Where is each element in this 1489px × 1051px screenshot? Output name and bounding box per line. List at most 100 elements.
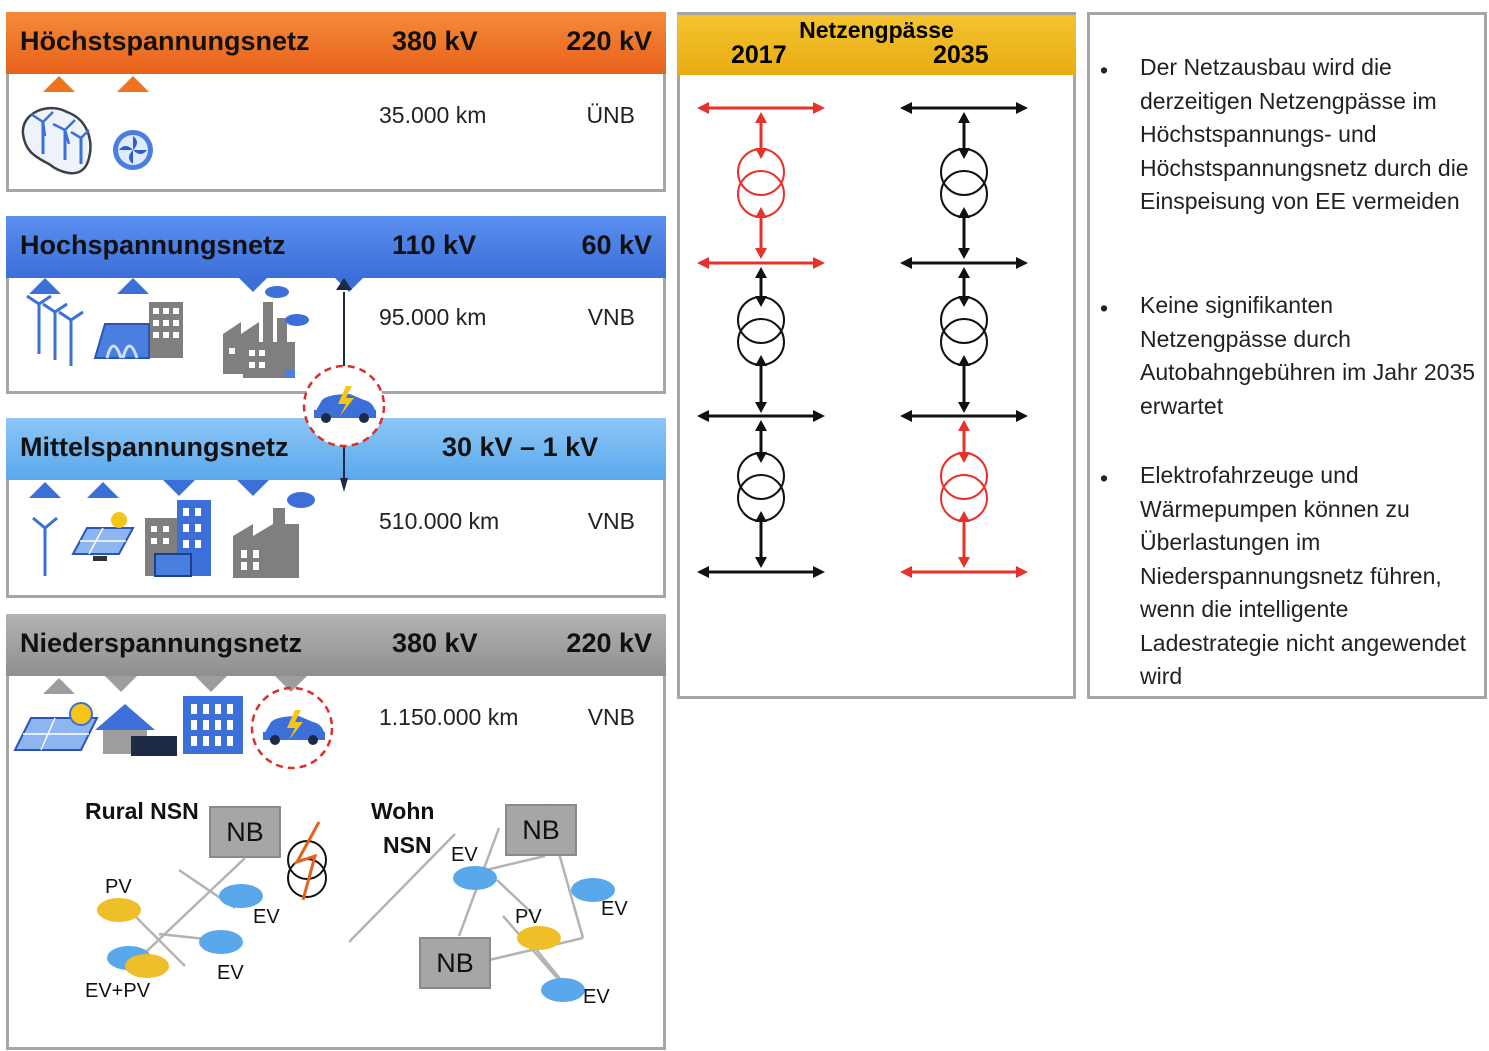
hochspannung-icons — [26, 276, 365, 378]
wohn-nb-box: NB — [505, 804, 577, 856]
bullet-text: Der Netzausbau wird die derzeitigen Netz… — [1140, 54, 1469, 214]
arrow-down-icon — [237, 276, 269, 292]
arrow-up-icon — [29, 482, 61, 498]
panel-hoechstspannungsnetz: Höchstspannungsnetz 380 kV 220 kV 35.000… — [6, 12, 666, 192]
transformer-icon — [940, 296, 988, 344]
link-arrow-up — [755, 112, 767, 123]
panel-hochspannungsnetz: Hochspannungsnetz 110 kV 60 kV 95.000 km… — [6, 216, 666, 394]
busbar-arrow-left — [697, 257, 709, 269]
year-2035-label: 2035 — [933, 41, 989, 69]
link-arrow-down — [755, 557, 767, 568]
year-2017-label: 2017 — [731, 41, 787, 69]
congestion-header: Netzengpässe 2017 2035 — [677, 15, 1076, 75]
house-icon — [95, 704, 177, 756]
notes-panel: • Der Netzausbau wird die derzeitigen Ne… — [1087, 12, 1487, 699]
transformer-icon — [737, 296, 785, 344]
ev-connector — [302, 278, 386, 492]
panel-niederspannungsnetz: Niederspannungsnetz 380 kV 220 kV 1.150.… — [6, 614, 666, 1050]
busbar-arrow-left — [900, 102, 912, 114]
rural-nb-box: NB — [209, 806, 281, 858]
busbar-arrow-right — [1016, 566, 1028, 578]
mittelspannung-icons — [29, 480, 315, 578]
link-arrow-up — [755, 511, 767, 522]
link-arrow-up — [755, 207, 767, 218]
office-building-icon — [183, 696, 243, 754]
ev-node — [219, 884, 263, 908]
link-arrow-up — [958, 511, 970, 522]
arrow-down-icon — [340, 478, 348, 492]
wohn-ev-label: EV — [451, 844, 478, 866]
network-length: 1.150.000 km — [379, 704, 519, 730]
voltage-primary: 30 kV – 1 kV — [442, 432, 599, 462]
wind-turbine-icon — [32, 516, 58, 576]
arrow-up-icon — [29, 278, 61, 294]
voltage-primary: 380 kV — [392, 628, 478, 658]
congestion-diagram — [697, 102, 1028, 578]
ev-node — [571, 878, 615, 902]
busbar-arrow-left — [900, 257, 912, 269]
network-operator: VNB — [587, 508, 635, 534]
wohn-ev-label: EV — [601, 898, 628, 920]
link-arrow-down — [958, 148, 970, 159]
arrow-down-icon — [195, 676, 227, 692]
link-arrow-up — [958, 112, 970, 123]
link-arrow-down — [958, 557, 970, 568]
transformer-icon — [287, 821, 327, 901]
arrow-up-icon — [43, 76, 75, 92]
busbar-arrow-right — [813, 257, 825, 269]
voltage-secondary: 220 kV — [566, 26, 652, 56]
arrow-down-icon — [105, 676, 137, 692]
solar-panel-icon — [71, 512, 135, 561]
arrow-down-icon — [237, 480, 269, 496]
bullet-dot: • — [1100, 465, 1109, 491]
link-arrow-up — [958, 420, 970, 431]
offshore-wind-icon — [21, 106, 92, 175]
link-arrow-down — [958, 452, 970, 463]
network-operator: VNB — [587, 704, 635, 730]
wohn-nb-box: NB — [419, 937, 491, 989]
hoechst-icons — [21, 76, 153, 175]
busbar-arrow-right — [813, 410, 825, 422]
link-arrow-up — [958, 267, 970, 278]
busbar-arrow-left — [900, 410, 912, 422]
link-arrow-down — [958, 296, 970, 307]
panel-mittelspannungsnetz: Mittelspannungsnetz 30 kV – 1 kV 510.000… — [6, 418, 666, 598]
pv-node — [125, 954, 169, 978]
pv-node — [517, 926, 561, 950]
busbar-arrow-left — [697, 566, 709, 578]
office-building-icon — [145, 500, 211, 577]
heat-pump-icon — [113, 130, 153, 170]
link-arrow-down — [755, 148, 767, 159]
arrow-up-icon — [117, 76, 149, 92]
transformer-icon — [940, 148, 988, 196]
hoechstspannung-header: Höchstspannungsnetz 380 kV 220 kV — [6, 12, 666, 74]
link-arrow-down — [755, 248, 767, 259]
link-arrow-up — [958, 207, 970, 218]
transformer-icon — [737, 148, 785, 196]
voltage-secondary: 60 kV — [581, 230, 652, 260]
busbar-arrow-left — [697, 410, 709, 422]
hydro-plant-icon — [93, 302, 183, 359]
hochspannung-header: Hochspannungsnetz 110 kV 60 kV — [6, 216, 666, 278]
voltage-primary: 110 kV — [392, 230, 477, 260]
electric-car-icon — [250, 686, 334, 770]
busbar-arrow-right — [813, 102, 825, 114]
voltage-secondary: 220 kV — [566, 628, 652, 658]
arrow-up-icon — [43, 678, 75, 694]
voltage-primary: 380 kV — [392, 26, 478, 56]
network-operator: ÜNB — [586, 102, 635, 128]
wind-turbine-icon — [26, 294, 84, 366]
arrow-down-icon — [275, 676, 307, 692]
rural-ev-label: EV — [253, 906, 280, 928]
busbar-arrow-right — [1016, 410, 1028, 422]
link-arrow-down — [755, 296, 767, 307]
link-arrow-up — [755, 420, 767, 431]
rural-nsn-title: Rural NSN — [85, 798, 199, 824]
mittelspannung-header: Mittelspannungsnetz 30 kV – 1 kV — [6, 418, 666, 480]
ev-node — [199, 930, 243, 954]
ev-node — [453, 866, 497, 890]
link-arrow-up — [958, 355, 970, 366]
congestion-panel: Netzengpässe 2017 2035 — [677, 12, 1076, 699]
wohn-nsn-title-line1: Wohn — [371, 798, 435, 824]
busbar-arrow-left — [697, 102, 709, 114]
